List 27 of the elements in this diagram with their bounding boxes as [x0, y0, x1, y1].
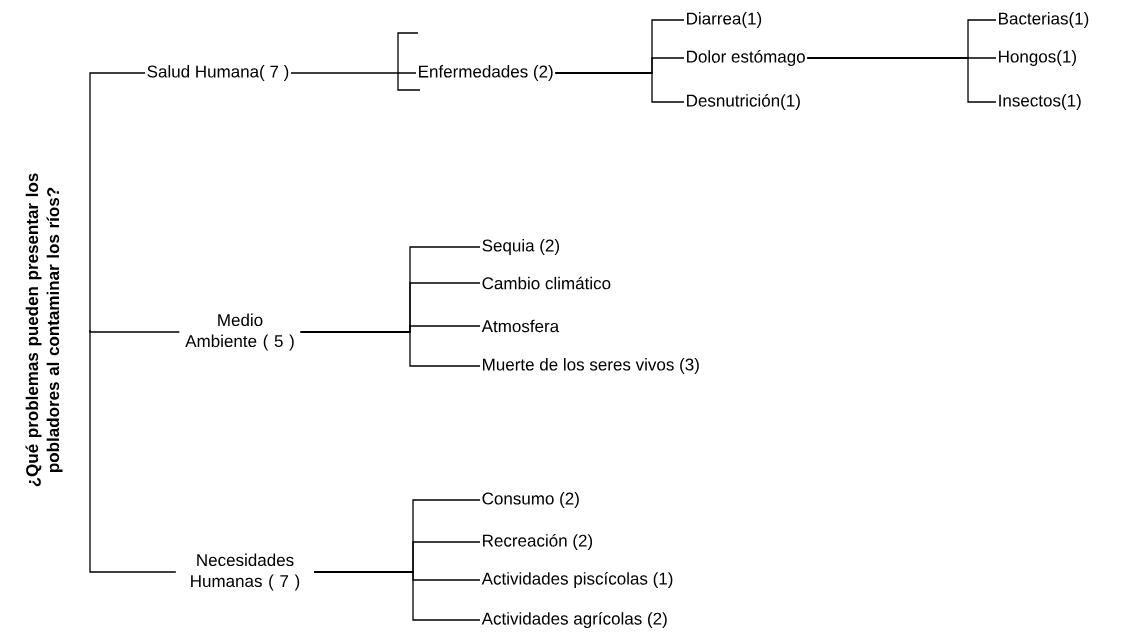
- branch-label: Hongos(1): [999, 50, 1076, 66]
- connector: [300, 331, 481, 367]
- connector: [89, 329, 180, 333]
- branch-label: Insectos(1): [999, 94, 1081, 110]
- branch-label: Salud Humana( 7 ): [147, 65, 289, 81]
- connector: [806, 57, 997, 103]
- branch-label: Actividades piscícolas (1): [481, 572, 673, 589]
- branch-label: Cambio climático: [482, 276, 611, 290]
- connector: [313, 571, 481, 621]
- branch-label: Actividades agrícolas (2): [481, 612, 667, 629]
- branch-label: Atmosfera: [481, 319, 560, 333]
- branch-label: Bacterias(1): [999, 12, 1089, 28]
- connector: [290, 72, 417, 74]
- connector: [89, 72, 146, 331]
- branch-label: Diarrea(1): [687, 12, 762, 28]
- branch-label: Sequia (2): [482, 239, 559, 255]
- branch-label: Desnutrición(1): [687, 94, 800, 110]
- connector: [89, 329, 177, 573]
- branch-label: Medio Ambiente ( 5 ): [185, 313, 294, 351]
- branch-label: Dolor estómago: [687, 50, 805, 67]
- question-text: ¿Qué problemas pueden presentar los pobladores al contaminar los ríos?: [25, 173, 63, 487]
- branch-label: Consumo (2): [482, 492, 579, 508]
- connector: [554, 72, 685, 103]
- branch-label: Muerte de los seres vivos (3): [483, 358, 699, 374]
- branch-label: Necesidades Humanas ( 7 ): [191, 553, 300, 591]
- branch-label: Recreación (2): [483, 534, 593, 550]
- branch-label: Enfermedades (2): [419, 65, 553, 81]
